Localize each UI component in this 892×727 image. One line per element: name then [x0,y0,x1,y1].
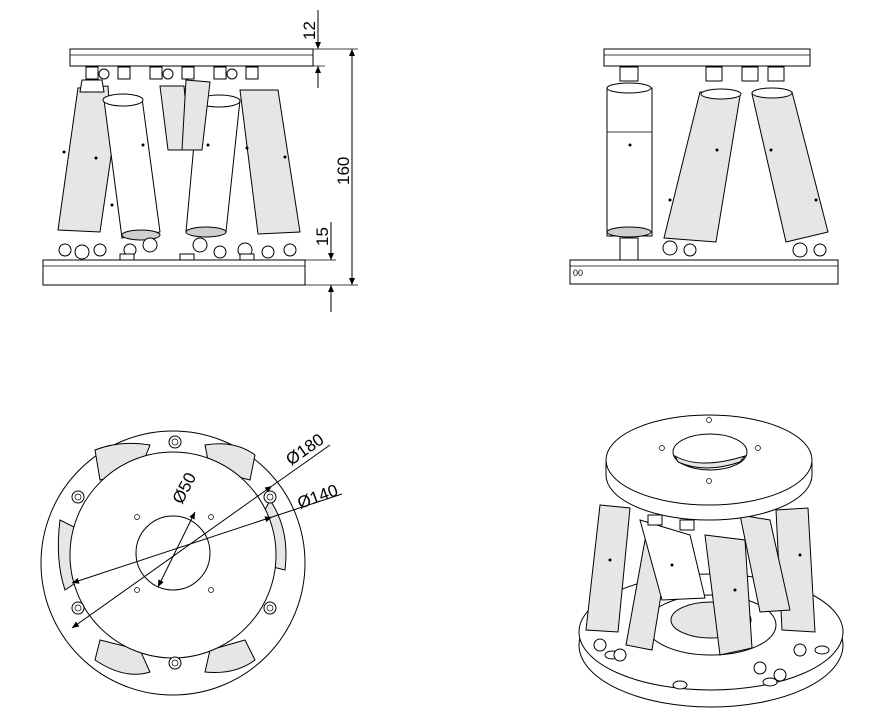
side-joints [619,66,827,261]
front-leg-1 [57,79,113,233]
iso-leg-4 [704,534,753,656]
front-top-plate [69,48,314,67]
side-leg-1 [606,82,653,238]
side-view: 00 [569,48,839,285]
side-mark: 00 [573,268,583,278]
side-leg-3 [751,87,829,243]
dim-base-plate-label: 15 [313,227,332,246]
side-base-plate [569,259,839,285]
top-center-hole [135,515,211,591]
iso-leg-5 [775,507,816,633]
front-leg-4 [239,89,301,235]
front-base-plate [42,259,306,286]
front-top-joints [85,66,259,80]
front-dimensions: 12 160 15 [300,10,358,312]
side-leg-2 [663,88,742,243]
front-leg-2 [102,93,161,241]
side-top-plate [603,48,811,67]
iso-leg-3 [639,519,706,601]
dim-inner-dia-label: Ø140 [295,481,341,513]
dim-top-plate-label: 12 [300,21,319,40]
dim-height-label: 160 [334,157,353,185]
front-bottom-joints [58,237,297,261]
top-view: Ø180 Ø140 Ø50 [40,430,343,696]
iso-leg-1 [585,504,631,633]
iso-leg-6 [739,514,791,613]
front-leg-5 [159,79,211,151]
front-view: 12 160 15 [42,10,358,312]
iso-view [578,414,844,708]
